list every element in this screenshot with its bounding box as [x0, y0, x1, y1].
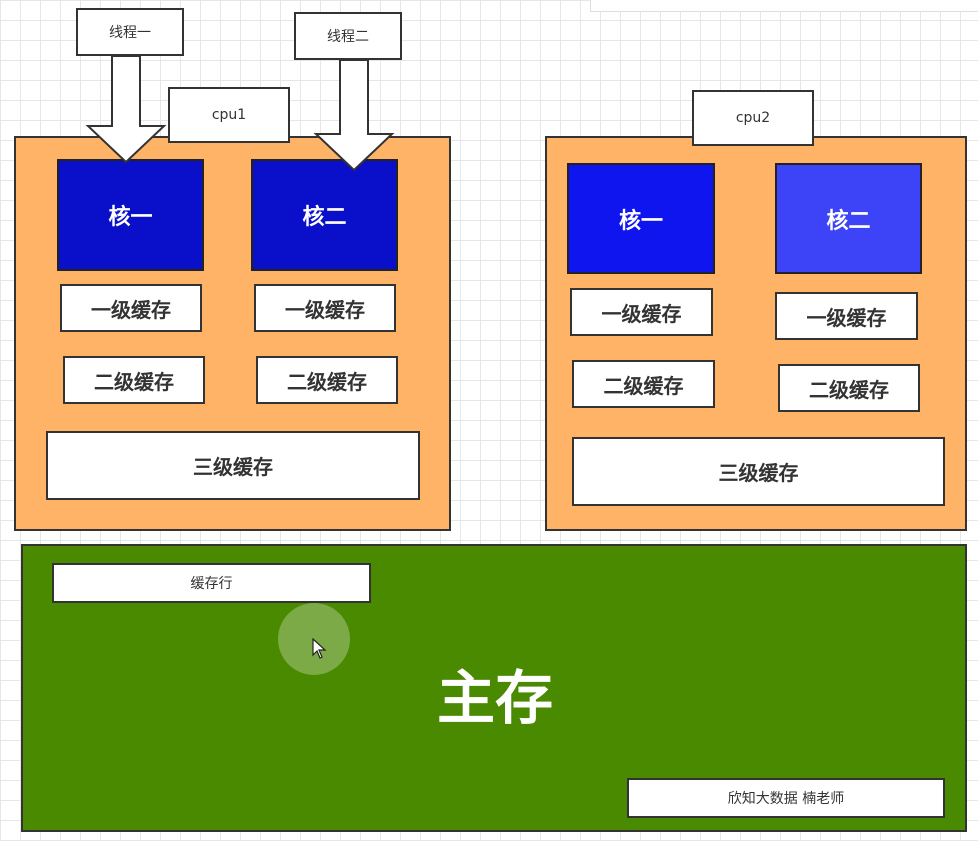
- cpu1-label: cpu1: [168, 87, 290, 143]
- mouse-pointer-icon: [312, 638, 327, 659]
- main-memory-title: 主存: [436, 664, 553, 732]
- cpu1-core-two: 核二: [251, 159, 398, 271]
- cpu1-core2-l1-cache: 一级缓存: [254, 284, 396, 332]
- thread-one-label: 线程一: [76, 8, 184, 56]
- author-credit-box: 欣知大数据 楠老师: [627, 778, 945, 818]
- thread-two-label: 线程二: [294, 12, 402, 60]
- cpu1-core-one: 核一: [57, 159, 204, 271]
- cache-line-box: 缓存行: [52, 563, 371, 603]
- cpu2-core-two: 核二: [775, 163, 922, 274]
- cpu1-l3-cache: 三级缓存: [46, 431, 420, 500]
- cpu2-core2-l1-cache: 一级缓存: [775, 292, 918, 340]
- cpu2-core-one: 核一: [567, 163, 715, 274]
- cursor-highlight: [278, 603, 350, 675]
- cpu2-label: cpu2: [692, 90, 814, 146]
- cpu1-core1-l1-cache: 一级缓存: [60, 284, 202, 332]
- cpu2-core2-l2-cache: 二级缓存: [778, 364, 920, 412]
- cpu1-core2-l2-cache: 二级缓存: [256, 356, 398, 404]
- top-panel-edge: [590, 0, 978, 12]
- cpu2-core1-l1-cache: 一级缓存: [570, 288, 713, 336]
- cpu2-core1-l2-cache: 二级缓存: [572, 360, 715, 408]
- cpu2-l3-cache: 三级缓存: [572, 437, 945, 506]
- cpu1-core1-l2-cache: 二级缓存: [63, 356, 205, 404]
